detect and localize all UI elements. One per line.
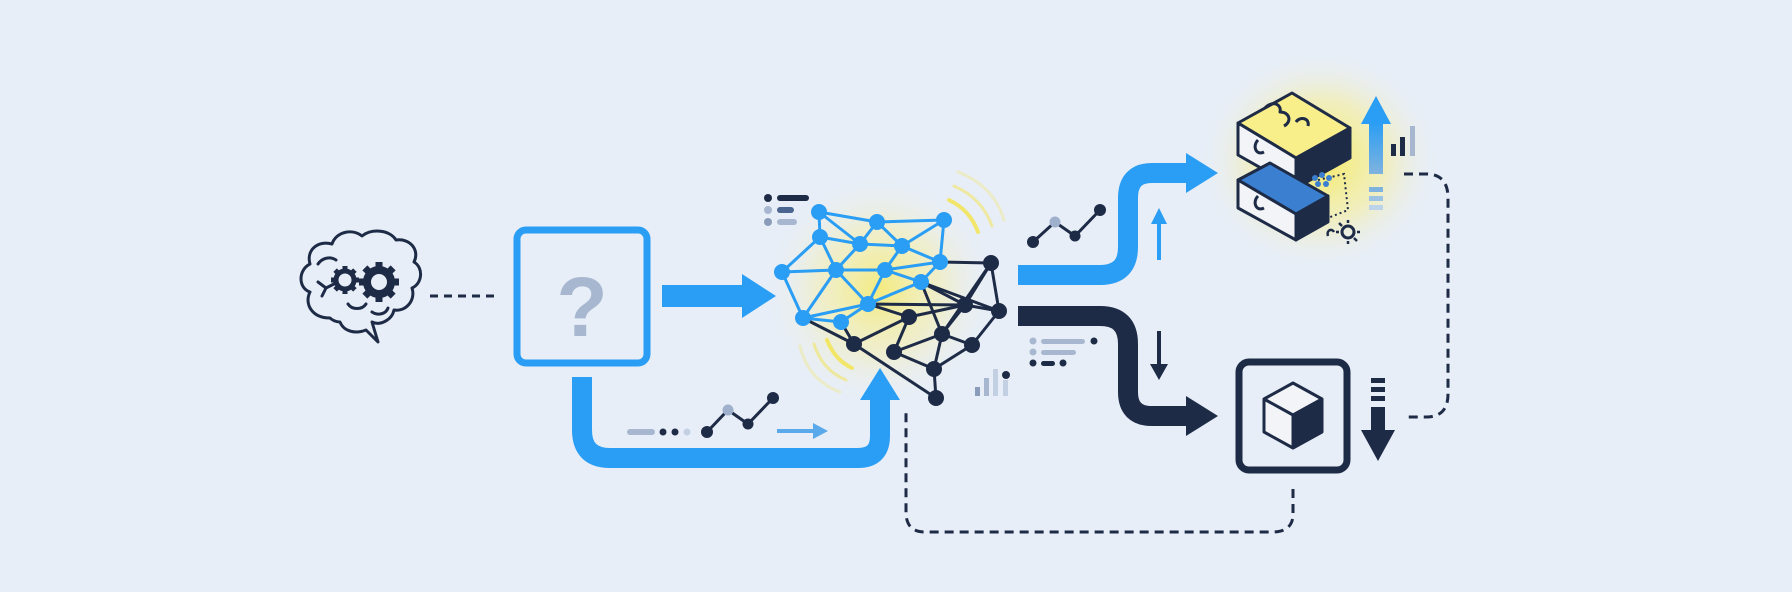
loop-arrow-head xyxy=(860,368,900,400)
network-node-blue xyxy=(795,310,811,326)
neural-network-icon[interactable] xyxy=(774,204,1007,406)
signal-waves-top xyxy=(947,170,1006,234)
progress-arrow-up-icon xyxy=(1361,96,1391,210)
network-edge xyxy=(853,315,910,346)
network-edge xyxy=(884,260,941,272)
network-node-navy xyxy=(934,326,950,342)
network-edge xyxy=(853,342,937,400)
network-edge xyxy=(901,218,945,248)
network-edge xyxy=(802,302,869,320)
gear-large-icon xyxy=(359,262,399,302)
network-edge xyxy=(920,280,966,307)
gear-bug-icon xyxy=(1326,220,1360,244)
network-edge xyxy=(780,235,822,274)
cube-box-icon[interactable] xyxy=(1235,358,1351,474)
branch-arrow-up-head xyxy=(1186,153,1218,193)
network-edge xyxy=(781,268,837,274)
network-edge xyxy=(919,281,944,335)
network-edge xyxy=(939,260,992,265)
network-node-navy xyxy=(928,390,944,406)
network-node-blue xyxy=(852,236,868,252)
small-arrow-up-icon xyxy=(1151,208,1167,260)
network-node-navy xyxy=(983,255,999,271)
network-edge xyxy=(818,210,878,224)
network-node-blue xyxy=(828,262,844,278)
sparkline-top-icon xyxy=(1027,204,1106,248)
list-decoration-left xyxy=(764,194,809,226)
network-edge xyxy=(876,218,945,224)
network-node-blue xyxy=(811,204,827,220)
question-mark: ? xyxy=(556,260,607,354)
bar-chart-icon xyxy=(975,369,1010,396)
network-node-blue xyxy=(932,254,948,270)
network-node-blue xyxy=(860,296,876,312)
network-edge xyxy=(963,262,993,306)
network-node-blue xyxy=(833,314,849,330)
network-node-blue xyxy=(877,262,893,278)
network-node-navy xyxy=(991,303,1007,319)
network-node-navy xyxy=(957,297,973,313)
network-node-blue xyxy=(913,274,929,290)
network-edge xyxy=(818,210,861,246)
branch-arrow-down-head xyxy=(1186,396,1218,436)
network-edge xyxy=(920,280,1000,313)
network-node-navy xyxy=(846,336,862,352)
network-node-navy xyxy=(901,309,917,325)
network-edge xyxy=(989,262,1001,312)
network-edge xyxy=(802,316,855,346)
dashed-connector-puzzle-cube xyxy=(1404,172,1450,419)
signal-waves-bottom xyxy=(798,338,854,394)
network-node-blue xyxy=(894,238,910,254)
network-node-navy xyxy=(964,337,980,353)
network-edge xyxy=(867,280,922,306)
brain-gears-icon[interactable] xyxy=(299,229,422,344)
question-box-icon[interactable]: ? xyxy=(513,226,651,367)
network-edge xyxy=(867,302,966,307)
network-node-blue xyxy=(869,214,885,230)
list-decoration-right xyxy=(1029,337,1098,367)
network-node-blue xyxy=(774,264,790,280)
network-edge xyxy=(801,269,838,319)
arrow-question-to-network xyxy=(662,274,776,318)
branch-arrow-down xyxy=(1018,306,1190,426)
network-node-blue xyxy=(936,212,952,228)
network-edge xyxy=(908,303,966,319)
molecule-dots xyxy=(1312,172,1332,187)
dashed-connector-cube-network xyxy=(904,413,1295,534)
puzzle-cube-icon[interactable] xyxy=(1236,91,1352,242)
sparkline-bottom-icon xyxy=(701,392,779,438)
small-arrow-right-icon xyxy=(777,423,828,439)
gear-small-icon xyxy=(331,266,359,294)
timeline-decoration xyxy=(627,428,691,436)
loop-arrow-bottom xyxy=(572,377,890,468)
network-node-navy xyxy=(886,344,902,360)
network-edge xyxy=(780,271,805,319)
small-arrow-down-icon xyxy=(1150,331,1168,380)
progress-arrow-down-icon xyxy=(1361,378,1395,461)
signal-bars-icon xyxy=(1391,126,1415,156)
network-edge xyxy=(893,332,943,354)
network-node-navy xyxy=(926,361,942,377)
branch-arrow-up xyxy=(1018,163,1190,285)
network-node-blue xyxy=(812,229,828,245)
